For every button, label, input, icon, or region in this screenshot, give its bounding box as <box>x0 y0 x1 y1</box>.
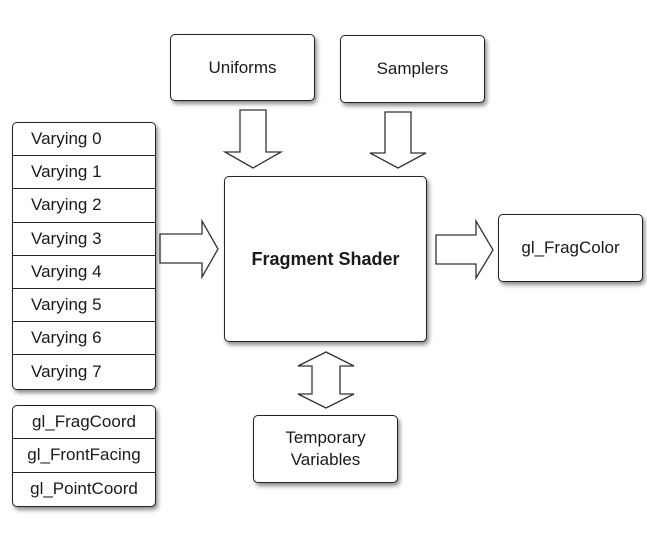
varying-label: Varying 4 <box>31 261 102 281</box>
builtins-stack: gl_FragCoord gl_FrontFacing gl_PointCoor… <box>12 405 156 507</box>
samplers-down-arrow <box>369 111 427 169</box>
uniforms-down-arrow <box>222 109 284 169</box>
varying-label: Varying 5 <box>31 295 102 315</box>
varying-row: Varying 3 <box>13 223 155 256</box>
varying-row: Varying 1 <box>13 156 155 190</box>
builtin-row: gl_PointCoord <box>13 473 155 506</box>
samplers-label: Samplers <box>376 59 449 78</box>
frag-color-label: gl_FragColor <box>521 238 620 257</box>
varyings-stack: Varying 0 Varying 1 Varying 2 Varying 3 … <box>12 122 156 390</box>
varying-label: Varying 6 <box>31 328 102 348</box>
varying-row: Varying 5 <box>13 289 155 323</box>
varying-label: Varying 7 <box>31 361 102 381</box>
temporary-variables-box: Temporary Variables <box>253 415 398 483</box>
uniforms-label: Uniforms <box>208 57 277 77</box>
builtin-row: gl_FrontFacing <box>13 439 155 473</box>
samplers-box: Samplers <box>340 35 485 103</box>
varying-label: Varying 0 <box>31 129 102 149</box>
varying-label: Varying 1 <box>31 162 102 182</box>
temporary-variables-label: Temporary Variables <box>285 428 366 469</box>
varying-row: Varying 7 <box>13 355 155 388</box>
fragment-shader-label: Fragment Shader <box>251 248 400 269</box>
output-right-arrow <box>435 218 494 281</box>
varyings-right-arrow <box>159 218 219 280</box>
varying-row: Varying 4 <box>13 256 155 289</box>
varying-label: Varying 3 <box>31 228 102 248</box>
varying-row: Varying 6 <box>13 322 155 356</box>
frag-color-box: gl_FragColor <box>498 214 643 282</box>
builtin-label: gl_FrontFacing <box>27 445 141 465</box>
builtin-row: gl_FragCoord <box>13 406 155 440</box>
varying-row: Varying 0 <box>13 123 155 157</box>
builtin-label: gl_FragCoord <box>32 412 136 432</box>
builtin-label: gl_PointCoord <box>30 479 138 499</box>
varying-row: Varying 2 <box>13 189 155 223</box>
fragment-shader-box: Fragment Shader <box>224 176 427 342</box>
temporaries-bidirectional-arrow <box>297 351 355 409</box>
varying-label: Varying 2 <box>31 195 102 215</box>
uniforms-box: Uniforms <box>170 34 315 101</box>
